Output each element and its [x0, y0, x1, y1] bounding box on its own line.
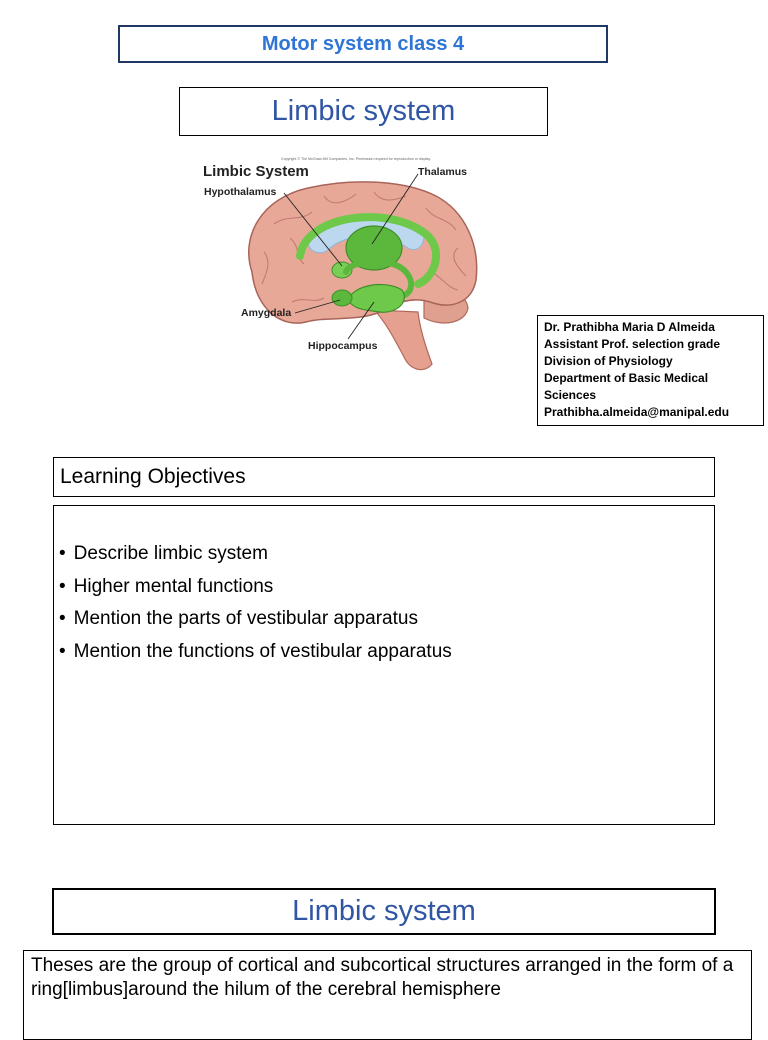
objective-item: Higher mental functions: [59, 571, 714, 604]
author-division: Division of Physiology: [544, 354, 673, 368]
label-amygdala: Amygdala: [241, 307, 291, 319]
objective-item: Mention the parts of vestibular apparatu…: [59, 603, 714, 636]
figure-title: Limbic System: [203, 163, 309, 180]
objective-item: Mention the functions of vestibular appa…: [59, 636, 714, 669]
label-thalamus: Thalamus: [418, 166, 467, 178]
author-department-line2: Sciences: [544, 388, 597, 402]
slide2-title-limbic-system: Limbic system: [52, 888, 716, 935]
author-department-line1: Department of Basic Medical: [544, 371, 709, 385]
author-info-box: Dr. Prathibha Maria D Almeida Assistant …: [537, 315, 764, 426]
limbic-system-figure: Copyright © The McGraw-Hill Companies, I…: [203, 157, 478, 371]
slide-title-limbic-system: Limbic system: [179, 87, 548, 136]
author-designation: Assistant Prof. selection grade: [544, 337, 721, 351]
author-name: Dr. Prathibha Maria D Almeida: [544, 320, 715, 334]
objective-item: Describe limbic system: [59, 538, 714, 571]
cingulate-gyrus: [296, 213, 441, 288]
brain-stem: [372, 309, 433, 371]
learning-objectives-heading: Learning Objectives: [53, 457, 715, 497]
author-email: Prathibha.almeida@manipal.edu: [544, 405, 730, 419]
hippocampus-structure: [347, 283, 405, 313]
limbic-definition-box: Theses are the group of cortical and sub…: [23, 950, 752, 1040]
fornix: [343, 258, 415, 299]
learning-objectives-list: Describe limbic system Higher mental fun…: [59, 538, 714, 668]
amygdala-structure: [331, 289, 353, 307]
class-title-box: Motor system class 4: [118, 25, 608, 63]
label-leader-lines: [283, 173, 419, 340]
label-hypothalamus: Hypothalamus: [204, 186, 277, 198]
limbic-definition-text: Theses are the group of cortical and sub…: [31, 955, 734, 1000]
label-hippocampus: Hippocampus: [308, 340, 378, 352]
learning-objectives-list-box: Describe limbic system Higher mental fun…: [53, 505, 715, 825]
class-title: Motor system class 4: [261, 33, 465, 55]
thalamus-structure: [345, 225, 403, 271]
figure-copyright: Copyright © The McGraw-Hill Companies, I…: [281, 157, 431, 161]
